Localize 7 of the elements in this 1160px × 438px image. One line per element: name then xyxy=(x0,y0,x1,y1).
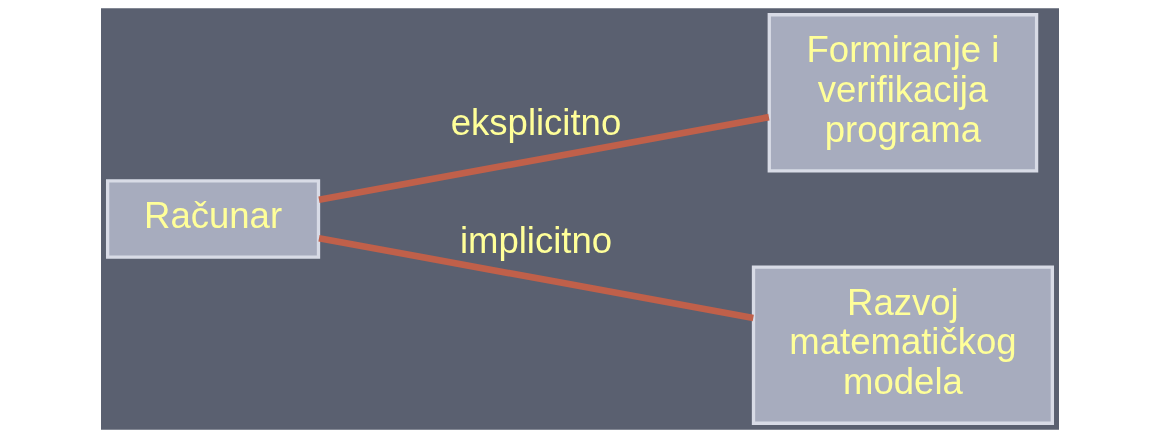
node-box: Razvoj matematičkog modela xyxy=(751,265,1054,425)
edge-label: implicitno xyxy=(459,220,613,262)
connector xyxy=(318,113,770,204)
connector xyxy=(318,234,754,322)
node-box: Formiranje i verifikacija programa xyxy=(767,13,1039,173)
node-box: Računar xyxy=(106,179,321,259)
edge-label: eksplicitno xyxy=(450,102,622,144)
